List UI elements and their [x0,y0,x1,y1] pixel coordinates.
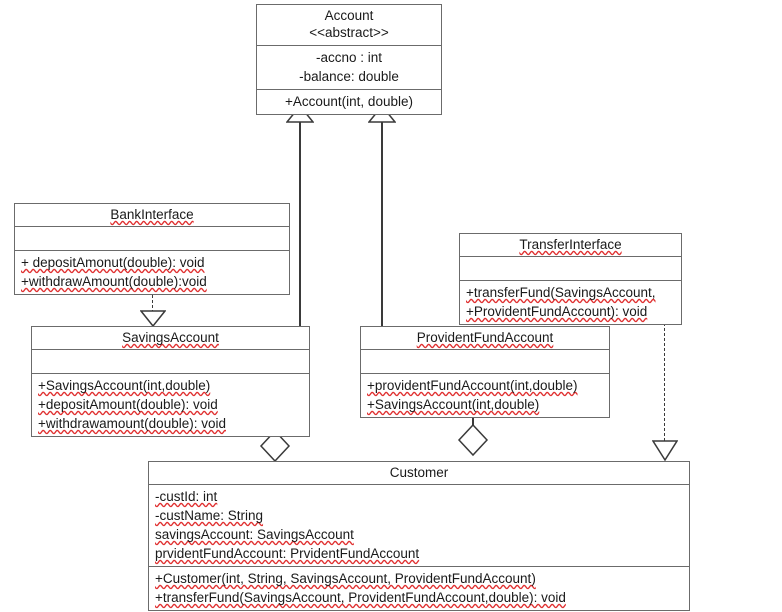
class-operations-bank-interface: + depositAmonut(double): void +withdrawA… [15,250,289,294]
class-attributes-savings-account [32,349,309,373]
class-title-provident-fund-account: ProvidentFundAccount [416,330,554,345]
realization-line-customer-to-transfer-interface [664,313,665,441]
operation-row: +withdrawamount(double): void [38,416,226,431]
attribute-row: -custName: String [155,508,264,523]
class-stereotype-account: <<abstract>> [309,25,389,40]
operation-row: + depositAmonut(double): void [21,255,205,270]
realization-arrowhead-savings-to-bank-interface [140,310,166,327]
realization-line-savings-to-bank-interface [152,280,153,313]
class-attributes-provident-fund-account [361,349,609,373]
class-name-savings-account: SavingsAccount [32,327,309,349]
class-operations-account: +Account(int, double) [257,89,441,114]
class-box-provident-fund-account[interactable]: ProvidentFundAccount +providentFundAccou… [360,326,610,418]
class-operations-customer: +Customer(int, String, SavingsAccount, P… [149,566,689,610]
class-operations-savings-account: +SavingsAccount(int,double) +depositAmou… [32,373,309,436]
class-attributes-account: -accno : int -balance: double [257,45,441,89]
class-attributes-transfer-interface [460,256,681,280]
operation-row: +providentFundAccount(int,double) [367,378,578,393]
operation-row: +ProvidentFundAccount): void [466,304,648,319]
attribute-row: -accno : int [315,50,383,65]
class-attributes-bank-interface [15,226,289,250]
class-title-account: Account [324,8,374,23]
operation-row: +SavingsAccount(int,double) [367,397,540,412]
operation-row: +transferFund(SavingsAccount, [466,285,656,300]
operation-row: +withdrawAmount(double):void [21,274,207,289]
empty-compartment [38,352,303,370]
attribute-row: -balance: double [299,69,399,84]
aggregation-diamond-customer-provident [456,423,490,457]
class-box-transfer-interface[interactable]: TransferInterface +transferFund(SavingsA… [459,233,682,325]
empty-compartment [466,259,675,277]
class-box-savings-account[interactable]: SavingsAccount +SavingsAccount(int,doubl… [31,326,310,437]
generalization-line-provident-to-account [381,120,383,326]
attribute-row: -custId: int [155,489,218,504]
class-name-transfer-interface: TransferInterface [460,234,681,256]
attribute-row: prvidentFundAccount: PrvidentFundAccount [155,546,420,561]
class-title-bank-interface: BankInterface [110,207,194,222]
class-name-provident-fund-account: ProvidentFundAccount [361,327,609,349]
class-name-account: Account <<abstract>> [257,5,441,45]
class-name-customer: Customer [149,462,689,484]
operation-row: +Customer(int, String, SavingsAccount, P… [155,571,536,586]
class-attributes-customer: -custId: int -custName: String savingsAc… [149,484,689,566]
class-name-bank-interface: BankInterface [15,204,289,226]
class-operations-provident-fund-account: +providentFundAccount(int,double) +Savin… [361,373,609,417]
empty-compartment [21,229,283,247]
realization-arrowhead-customer-to-transfer-interface [652,440,678,461]
operation-row: +depositAmount(double): void [38,397,218,412]
generalization-line-savings-to-account [299,120,301,326]
class-title-transfer-interface: TransferInterface [519,237,622,252]
attribute-row: savingsAccount: SavingsAccount [155,527,354,542]
empty-compartment [367,352,603,370]
class-box-account[interactable]: Account <<abstract>> -accno : int -balan… [256,4,442,115]
class-operations-transfer-interface: +transferFund(SavingsAccount, +Provident… [460,280,681,324]
class-title-savings-account: SavingsAccount [122,330,219,345]
class-box-bank-interface[interactable]: BankInterface + depositAmonut(double): v… [14,203,290,295]
operation-row: +SavingsAccount(int,double) [38,378,211,393]
class-title-customer: Customer [389,465,449,480]
class-box-customer[interactable]: Customer -custId: int -custName: String … [148,461,690,611]
operation-row: +Account(int, double) [285,94,413,109]
operation-row: +transferFund(SavingsAccount, ProvidentF… [155,590,566,605]
